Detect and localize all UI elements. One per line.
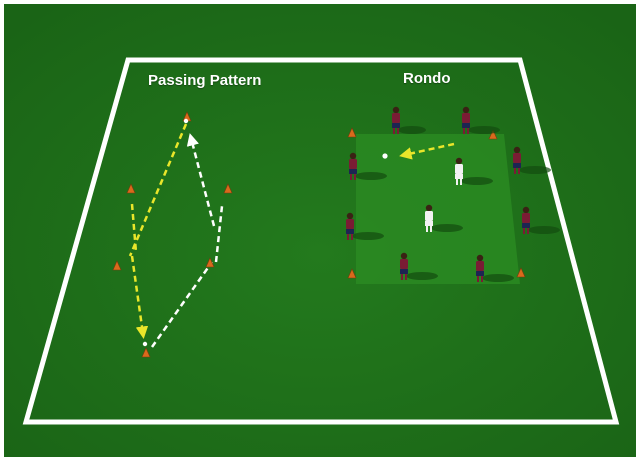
rondo-grid <box>356 134 520 284</box>
ball-icon <box>143 342 147 346</box>
passing-pattern-label: Passing Pattern <box>148 72 261 89</box>
ball-icon <box>382 153 387 158</box>
ball-icon <box>184 119 188 123</box>
rondo-label: Rondo <box>403 70 450 87</box>
soccer-field <box>4 4 636 457</box>
